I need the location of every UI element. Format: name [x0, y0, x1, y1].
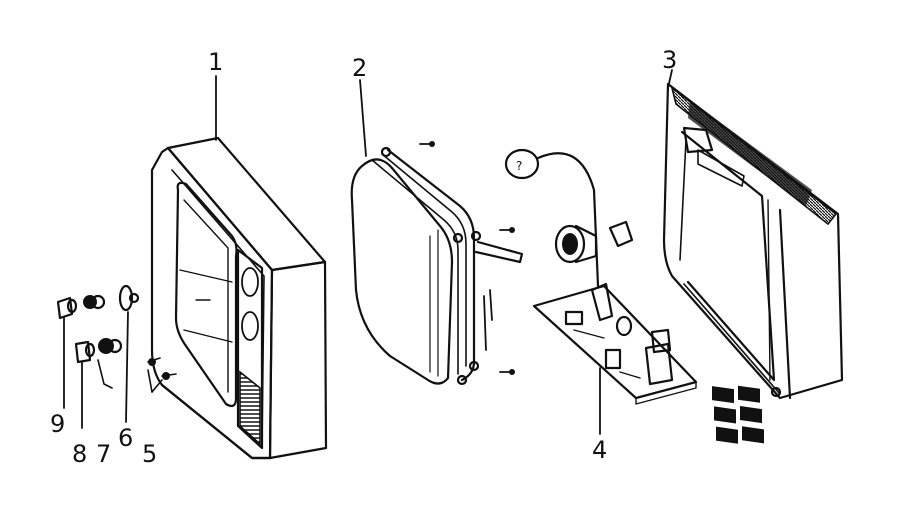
rear-cabinet	[662, 82, 844, 444]
knob-8	[74, 340, 96, 364]
part-label-3: 3	[662, 46, 677, 74]
knob-7	[83, 294, 123, 389]
knob-9	[56, 296, 78, 320]
screws-5	[147, 357, 177, 393]
picture-tube	[350, 141, 524, 386]
vent-grid	[712, 385, 764, 444]
screw-icon	[499, 369, 515, 375]
part-label-8: 8	[72, 440, 87, 468]
leader-lines	[63, 69, 673, 435]
washer-6	[118, 284, 140, 312]
svg-text:?: ?	[516, 159, 522, 173]
part-label-4: 4	[592, 436, 607, 464]
part-label-7: 7	[96, 440, 111, 468]
screw-icon	[419, 141, 435, 147]
part-label-9: 9	[50, 410, 65, 438]
part-label-6: 6	[118, 424, 133, 452]
part-label-5: 5	[142, 440, 157, 468]
screw-icon	[499, 227, 515, 233]
part-label-2: 2	[352, 54, 367, 82]
circuit-board-assembly: ?	[504, 148, 698, 405]
front-cabinet	[150, 136, 328, 460]
part-label-1: 1	[208, 48, 223, 76]
